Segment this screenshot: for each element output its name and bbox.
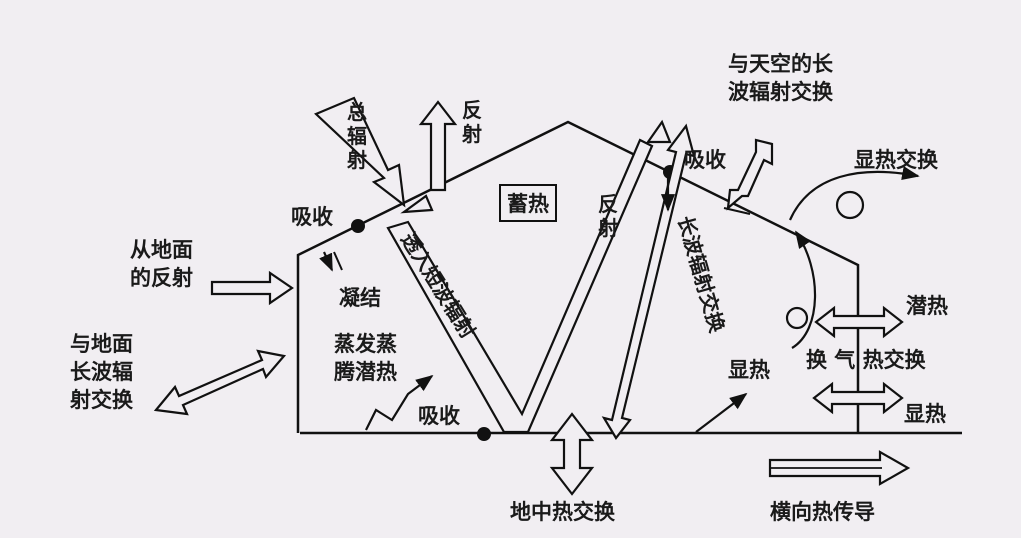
label-reflection-top: 反射 xyxy=(462,98,482,146)
sensible-mid-arrow xyxy=(695,392,748,433)
label-condensation: 凝结 xyxy=(339,286,381,310)
label-evaporation: 蒸发蒸 腾潜热 xyxy=(334,332,397,384)
ground-exchange-arrow xyxy=(549,412,595,496)
label-ventilation-heat: 换 气 热交换 xyxy=(806,348,926,372)
ground-reflection-arrow xyxy=(210,270,294,306)
longwave-arrow xyxy=(601,123,696,440)
label-absorb-left: 吸收 xyxy=(291,205,333,229)
label-sensible-right: 显热 xyxy=(904,402,946,426)
condensation-arrow xyxy=(319,251,334,272)
absorb-dot-left xyxy=(351,219,365,233)
label-absorb-bottom: 吸收 xyxy=(418,404,460,428)
label-lateral-conduction: 横向热传导 xyxy=(770,500,875,524)
label-absorb-right: 吸收 xyxy=(684,148,726,172)
sensible-exchange-curve xyxy=(788,166,920,221)
label-ground-longwave: 与地面 长波辐 射交换 xyxy=(70,332,133,412)
label-sensible-mid: 显热 xyxy=(728,358,770,382)
reflection-up-arrow xyxy=(418,100,458,192)
ground-longwave-arrow xyxy=(153,349,287,416)
label-heat-storage: 蓄热 xyxy=(499,184,557,222)
evaporation-arrow xyxy=(365,374,434,431)
total-radiation-arrow xyxy=(314,96,406,208)
latent-heat-arrow xyxy=(814,305,904,339)
label-latent-heat: 潜热 xyxy=(906,294,948,318)
label-reflection-mid: 反射 xyxy=(598,192,618,240)
sensible-heat-arrow xyxy=(812,381,904,415)
label-sky-longwave: 与天空的长 波辐射交换 xyxy=(728,52,833,104)
label-ground-reflection: 从地面 的反射 xyxy=(130,238,193,290)
label-total-radiation: 总辐射 xyxy=(347,100,367,172)
label-sensible-exchange-top: 显热交换 xyxy=(854,148,938,172)
absorb-dot-bottom xyxy=(477,427,491,441)
sky-longwave-arrow xyxy=(726,138,774,211)
label-ground-exchange: 地中热交换 xyxy=(510,500,615,524)
